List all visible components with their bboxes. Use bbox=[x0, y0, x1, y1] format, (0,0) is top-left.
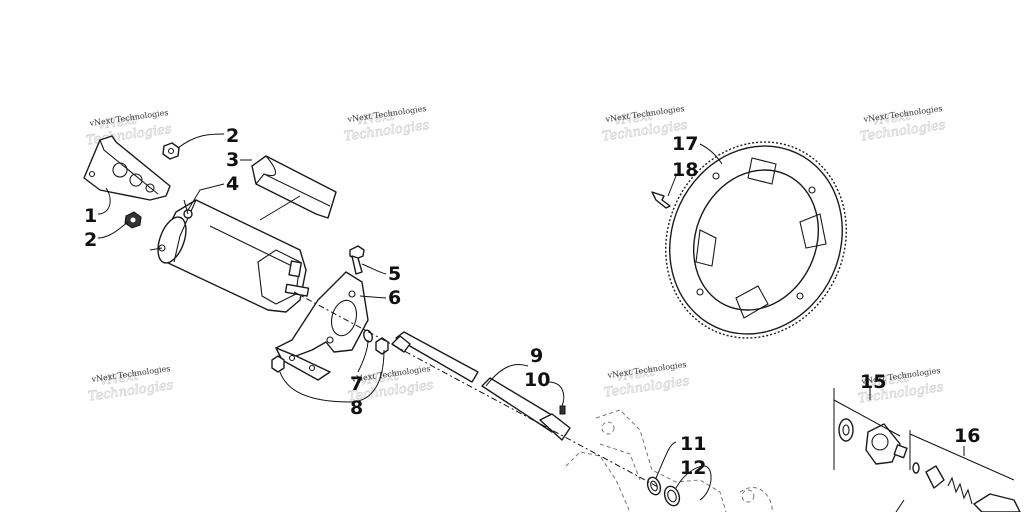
callout-9: 9 bbox=[530, 345, 543, 367]
callout-6: 6 bbox=[388, 287, 401, 309]
part-screw-18 bbox=[651, 191, 671, 209]
part-nut-upper bbox=[162, 142, 180, 160]
callout-15: 15 bbox=[860, 371, 886, 393]
callout-18: 18 bbox=[672, 159, 698, 181]
part-ring-gear-17 bbox=[665, 141, 847, 339]
part-pin-10 bbox=[559, 405, 566, 415]
svg-text:vNext: vNext bbox=[99, 368, 140, 388]
callout-1: 1 bbox=[84, 205, 97, 227]
part-plate-6 bbox=[275, 271, 369, 381]
callout-2-lower: 2 bbox=[84, 229, 97, 251]
part-cover-3 bbox=[251, 155, 337, 219]
part-shaft-9 bbox=[391, 331, 571, 441]
group-bracket-16 bbox=[895, 430, 1015, 512]
callout-5: 5 bbox=[388, 263, 401, 285]
svg-text:vNext: vNext bbox=[613, 108, 654, 128]
part-spring-assembly-16 bbox=[912, 462, 1021, 512]
watermark: vNext Technologies vNext Technologies bbox=[859, 104, 947, 145]
callout-3: 3 bbox=[226, 149, 239, 171]
part-starter-motor-4 bbox=[149, 199, 310, 313]
part-ring-12 bbox=[663, 485, 681, 507]
callout-12: 12 bbox=[680, 457, 706, 479]
callout-10: 10 bbox=[524, 369, 550, 391]
group-bracket-15 bbox=[833, 388, 901, 470]
callout-2-upper: 2 bbox=[226, 125, 239, 147]
callout-8: 8 bbox=[350, 397, 363, 419]
assembly-axis bbox=[293, 291, 661, 489]
callout-7: 7 bbox=[350, 373, 363, 395]
callout-11: 11 bbox=[680, 433, 706, 455]
watermark: vNext Technologies vNext Technologies bbox=[343, 104, 431, 145]
svg-text:vNext: vNext bbox=[355, 108, 396, 128]
part-nut-8b bbox=[271, 355, 285, 373]
svg-text:vNext: vNext bbox=[615, 364, 656, 384]
callout-17: 17 bbox=[672, 133, 698, 155]
watermark: vNext Technologies vNext Technologies bbox=[603, 360, 691, 401]
svg-text:vNext: vNext bbox=[869, 370, 910, 390]
part-nut-lower bbox=[124, 211, 142, 229]
watermark: vNext Technologies vNext Technologies bbox=[85, 108, 173, 149]
engine-housing-outline bbox=[565, 409, 773, 512]
svg-text:vNext: vNext bbox=[97, 112, 138, 132]
callout-labels: 2 3 4 1 2 5 6 7 8 9 10 11 12 17 18 15 16 bbox=[84, 125, 980, 479]
part-bracket-1 bbox=[83, 135, 171, 201]
leader-lines bbox=[97, 133, 723, 501]
svg-text:vNext: vNext bbox=[871, 108, 912, 128]
part-nut-8a bbox=[375, 337, 389, 355]
part-ring-11 bbox=[646, 476, 662, 496]
part-bolt-5 bbox=[349, 245, 365, 275]
callout-16: 16 bbox=[954, 425, 980, 447]
callout-4: 4 bbox=[226, 173, 239, 195]
part-pinion-15 bbox=[838, 418, 908, 465]
watermark: vNext Technologies vNext Technologies bbox=[87, 364, 175, 405]
